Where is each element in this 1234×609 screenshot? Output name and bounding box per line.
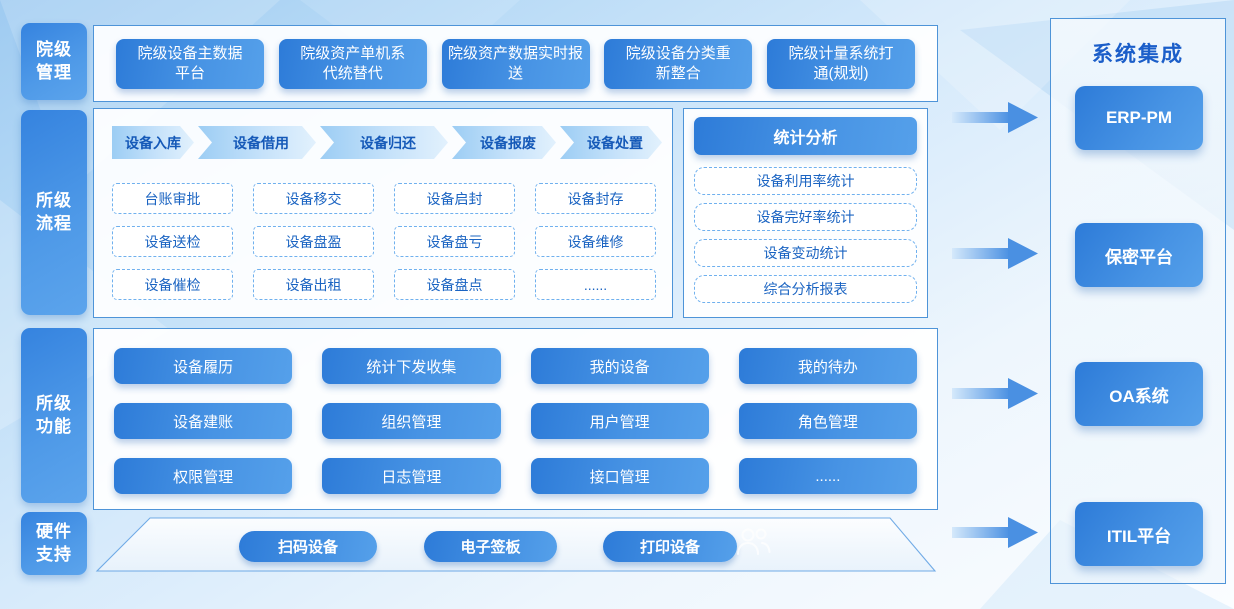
secrecy-platform-button[interactable]: 保密平台: [1075, 223, 1203, 287]
flow-step-inbound: 设备入库: [112, 126, 194, 159]
action-device-seal[interactable]: 设备封存: [535, 183, 656, 214]
stat-utilization-rate[interactable]: 设备利用率统计: [694, 167, 917, 195]
func-org-management[interactable]: 组织管理: [322, 403, 501, 439]
sidebar-item-hospital-management: 院级 管理: [21, 23, 87, 100]
action-more[interactable]: ......: [535, 269, 656, 300]
flow-step-dispose: 设备处置: [560, 126, 662, 159]
action-device-transfer[interactable]: 设备移交: [253, 183, 374, 214]
erp-pm-button[interactable]: ERP-PM: [1075, 86, 1203, 150]
system-integration-panel: 系统集成 ERP-PM 保密平台 OA系统 ITIL平台: [1050, 18, 1226, 584]
arrow-to-secrecy: [952, 238, 1038, 269]
arrow-to-oa: [952, 378, 1038, 409]
action-inspection-reminder[interactable]: 设备催检: [112, 269, 233, 300]
integration-arrows: [952, 102, 1038, 548]
action-device-inspection[interactable]: 设备送检: [112, 226, 233, 257]
oa-system-button[interactable]: OA系统: [1075, 362, 1203, 426]
func-my-todo[interactable]: 我的待办: [738, 348, 917, 384]
device-reclassify-button[interactable]: 院级设备分类重 新整合: [604, 39, 753, 89]
flow-step-borrow: 设备借用: [198, 126, 316, 159]
action-inventory-loss[interactable]: 设备盘亏: [394, 226, 515, 257]
signature-pad-button[interactable]: 电子签板: [424, 531, 557, 562]
func-device-account[interactable]: 设备建账: [114, 403, 293, 439]
sidebar-item-institute-functions: 所级 功能: [21, 328, 87, 503]
arrow-to-itil: [952, 517, 1038, 548]
func-my-devices[interactable]: 我的设备: [530, 348, 709, 384]
action-device-rent[interactable]: 设备出租: [253, 269, 374, 300]
action-device-unseal[interactable]: 设备启封: [394, 183, 515, 214]
people-icon: [737, 528, 771, 555]
institute-process-panel: 设备入库 设备借用 设备归还 设备报废 设备处置 台账审批 设备移交 设备启封 …: [93, 108, 673, 318]
statistics-panel: 统计分析 设备利用率统计 设备完好率统计 设备变动统计 综合分析报表: [683, 108, 928, 318]
statistics-header[interactable]: 统计分析: [694, 117, 917, 155]
action-device-repair[interactable]: 设备维修: [535, 226, 656, 257]
func-user-management[interactable]: 用户管理: [530, 403, 709, 439]
sidebar-item-institute-process: 所级 流程: [21, 110, 87, 315]
arrow-to-erp: [952, 102, 1038, 133]
action-ledger-approval[interactable]: 台账审批: [112, 183, 233, 214]
func-device-history[interactable]: 设备履历: [114, 348, 293, 384]
functions-grid: 设备履历 统计下发收集 我的设备 我的待办 设备建账 组织管理 用户管理 角色管…: [94, 329, 937, 509]
stat-comprehensive-report[interactable]: 综合分析报表: [694, 275, 917, 303]
func-role-management[interactable]: 角色管理: [738, 403, 917, 439]
func-stat-dispatch-collect[interactable]: 统计下发收集: [322, 348, 501, 384]
func-permission-management[interactable]: 权限管理: [114, 458, 293, 494]
func-log-management[interactable]: 日志管理: [322, 458, 501, 494]
process-action-grid: 台账审批 设备移交 设备启封 设备封存 设备送检 设备盘盈 设备盘亏 设备维修 …: [112, 183, 656, 300]
asset-system-replace-button[interactable]: 院级资产单机系 代统替代: [278, 39, 427, 89]
flow-step-return: 设备归还: [320, 126, 448, 159]
metrology-integration-button[interactable]: 院级计量系统打 通(规划): [767, 39, 915, 89]
institute-functions-panel: 设备履历 统计下发收集 我的设备 我的待办 设备建账 组织管理 用户管理 角色管…: [93, 328, 938, 510]
hospital-level-panel: 院级设备主数据 平台 院级资产单机系 代统替代 院级资产数据实时报 送 院级设备…: [93, 25, 938, 102]
sidebar-item-hardware-support: 硬件 支持: [21, 512, 87, 575]
printer-device-button[interactable]: 打印设备: [603, 531, 737, 562]
scan-device-button[interactable]: 扫码设备: [239, 531, 377, 562]
hospital-master-data-button[interactable]: 院级设备主数据 平台: [116, 39, 264, 89]
func-api-management[interactable]: 接口管理: [530, 458, 709, 494]
func-more[interactable]: ......: [738, 458, 917, 494]
integration-title: 系统集成: [1092, 43, 1184, 66]
flow-step-scrap: 设备报废: [452, 126, 556, 159]
itil-platform-button[interactable]: ITIL平台: [1075, 502, 1203, 566]
asset-realtime-report-button[interactable]: 院级资产数据实时报 送: [441, 39, 590, 89]
action-stocktaking[interactable]: 设备盘点: [394, 269, 515, 300]
action-inventory-surplus[interactable]: 设备盘盈: [253, 226, 374, 257]
stat-integrity-rate[interactable]: 设备完好率统计: [694, 203, 917, 231]
stat-device-changes[interactable]: 设备变动统计: [694, 239, 917, 267]
process-flow: 设备入库 设备借用 设备归还 设备报废 设备处置: [112, 126, 662, 159]
